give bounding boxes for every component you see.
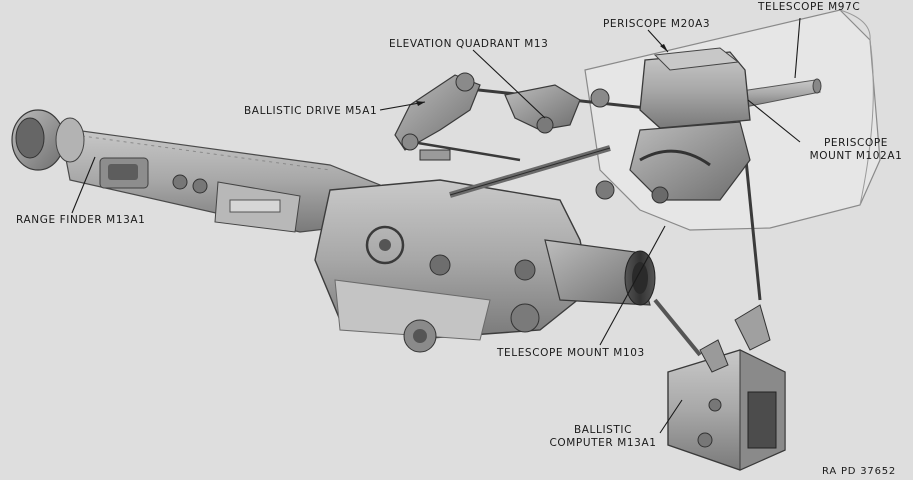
- reference-code: RA PD 37652: [822, 466, 897, 477]
- label-telescope-m97c: TELESCOPE M97C: [758, 1, 861, 13]
- leader-telescope-m97c: [794, 17, 801, 79]
- label-periscope-mount-line1: PERISCOPE: [824, 137, 888, 149]
- periscope-m20a3-shape: [639, 47, 751, 129]
- periscope-mount-shape: [595, 121, 751, 204]
- gun-mount-housing: [314, 179, 591, 353]
- leader-periscope-mount: [747, 99, 801, 143]
- label-ballistic-drive: BALLISTIC DRIVE M5A1: [244, 105, 378, 117]
- leader-ballistic-computer: [659, 399, 683, 434]
- elevation-quadrant-shape: [504, 84, 610, 134]
- leader-lines: [71, 17, 801, 434]
- ballistic-computer-shape: [667, 304, 786, 471]
- telescope-mount-m103-shape: [544, 239, 656, 306]
- ballistic-drive-shape: [394, 72, 481, 161]
- label-periscope-m20a3: PERISCOPE M20A3: [603, 18, 711, 30]
- leader-elevation-quadrant: [472, 49, 546, 119]
- leader-arrowheads: [416, 44, 668, 106]
- label-telescope-mount: TELESCOPE MOUNT M103: [497, 347, 645, 359]
- label-ballistic-computer-line2: COMPUTER M13A1: [549, 437, 657, 449]
- label-ballistic-computer: BALLISTIC COMPUTER M13A1: [538, 424, 668, 450]
- leader-range-finder: [71, 156, 96, 214]
- label-range-finder: RANGE FINDER M13A1: [16, 214, 146, 226]
- label-periscope-mount: PERISCOPE MOUNT M102A1: [800, 137, 912, 163]
- label-periscope-mount-line2: MOUNT M102A1: [809, 150, 903, 162]
- leader-telescope-mount: [599, 225, 666, 346]
- label-ballistic-computer-line1: BALLISTIC: [573, 424, 633, 436]
- label-elevation-quadrant: ELEVATION QUADRANT M13: [389, 38, 549, 50]
- range-finder-shape: [11, 109, 381, 233]
